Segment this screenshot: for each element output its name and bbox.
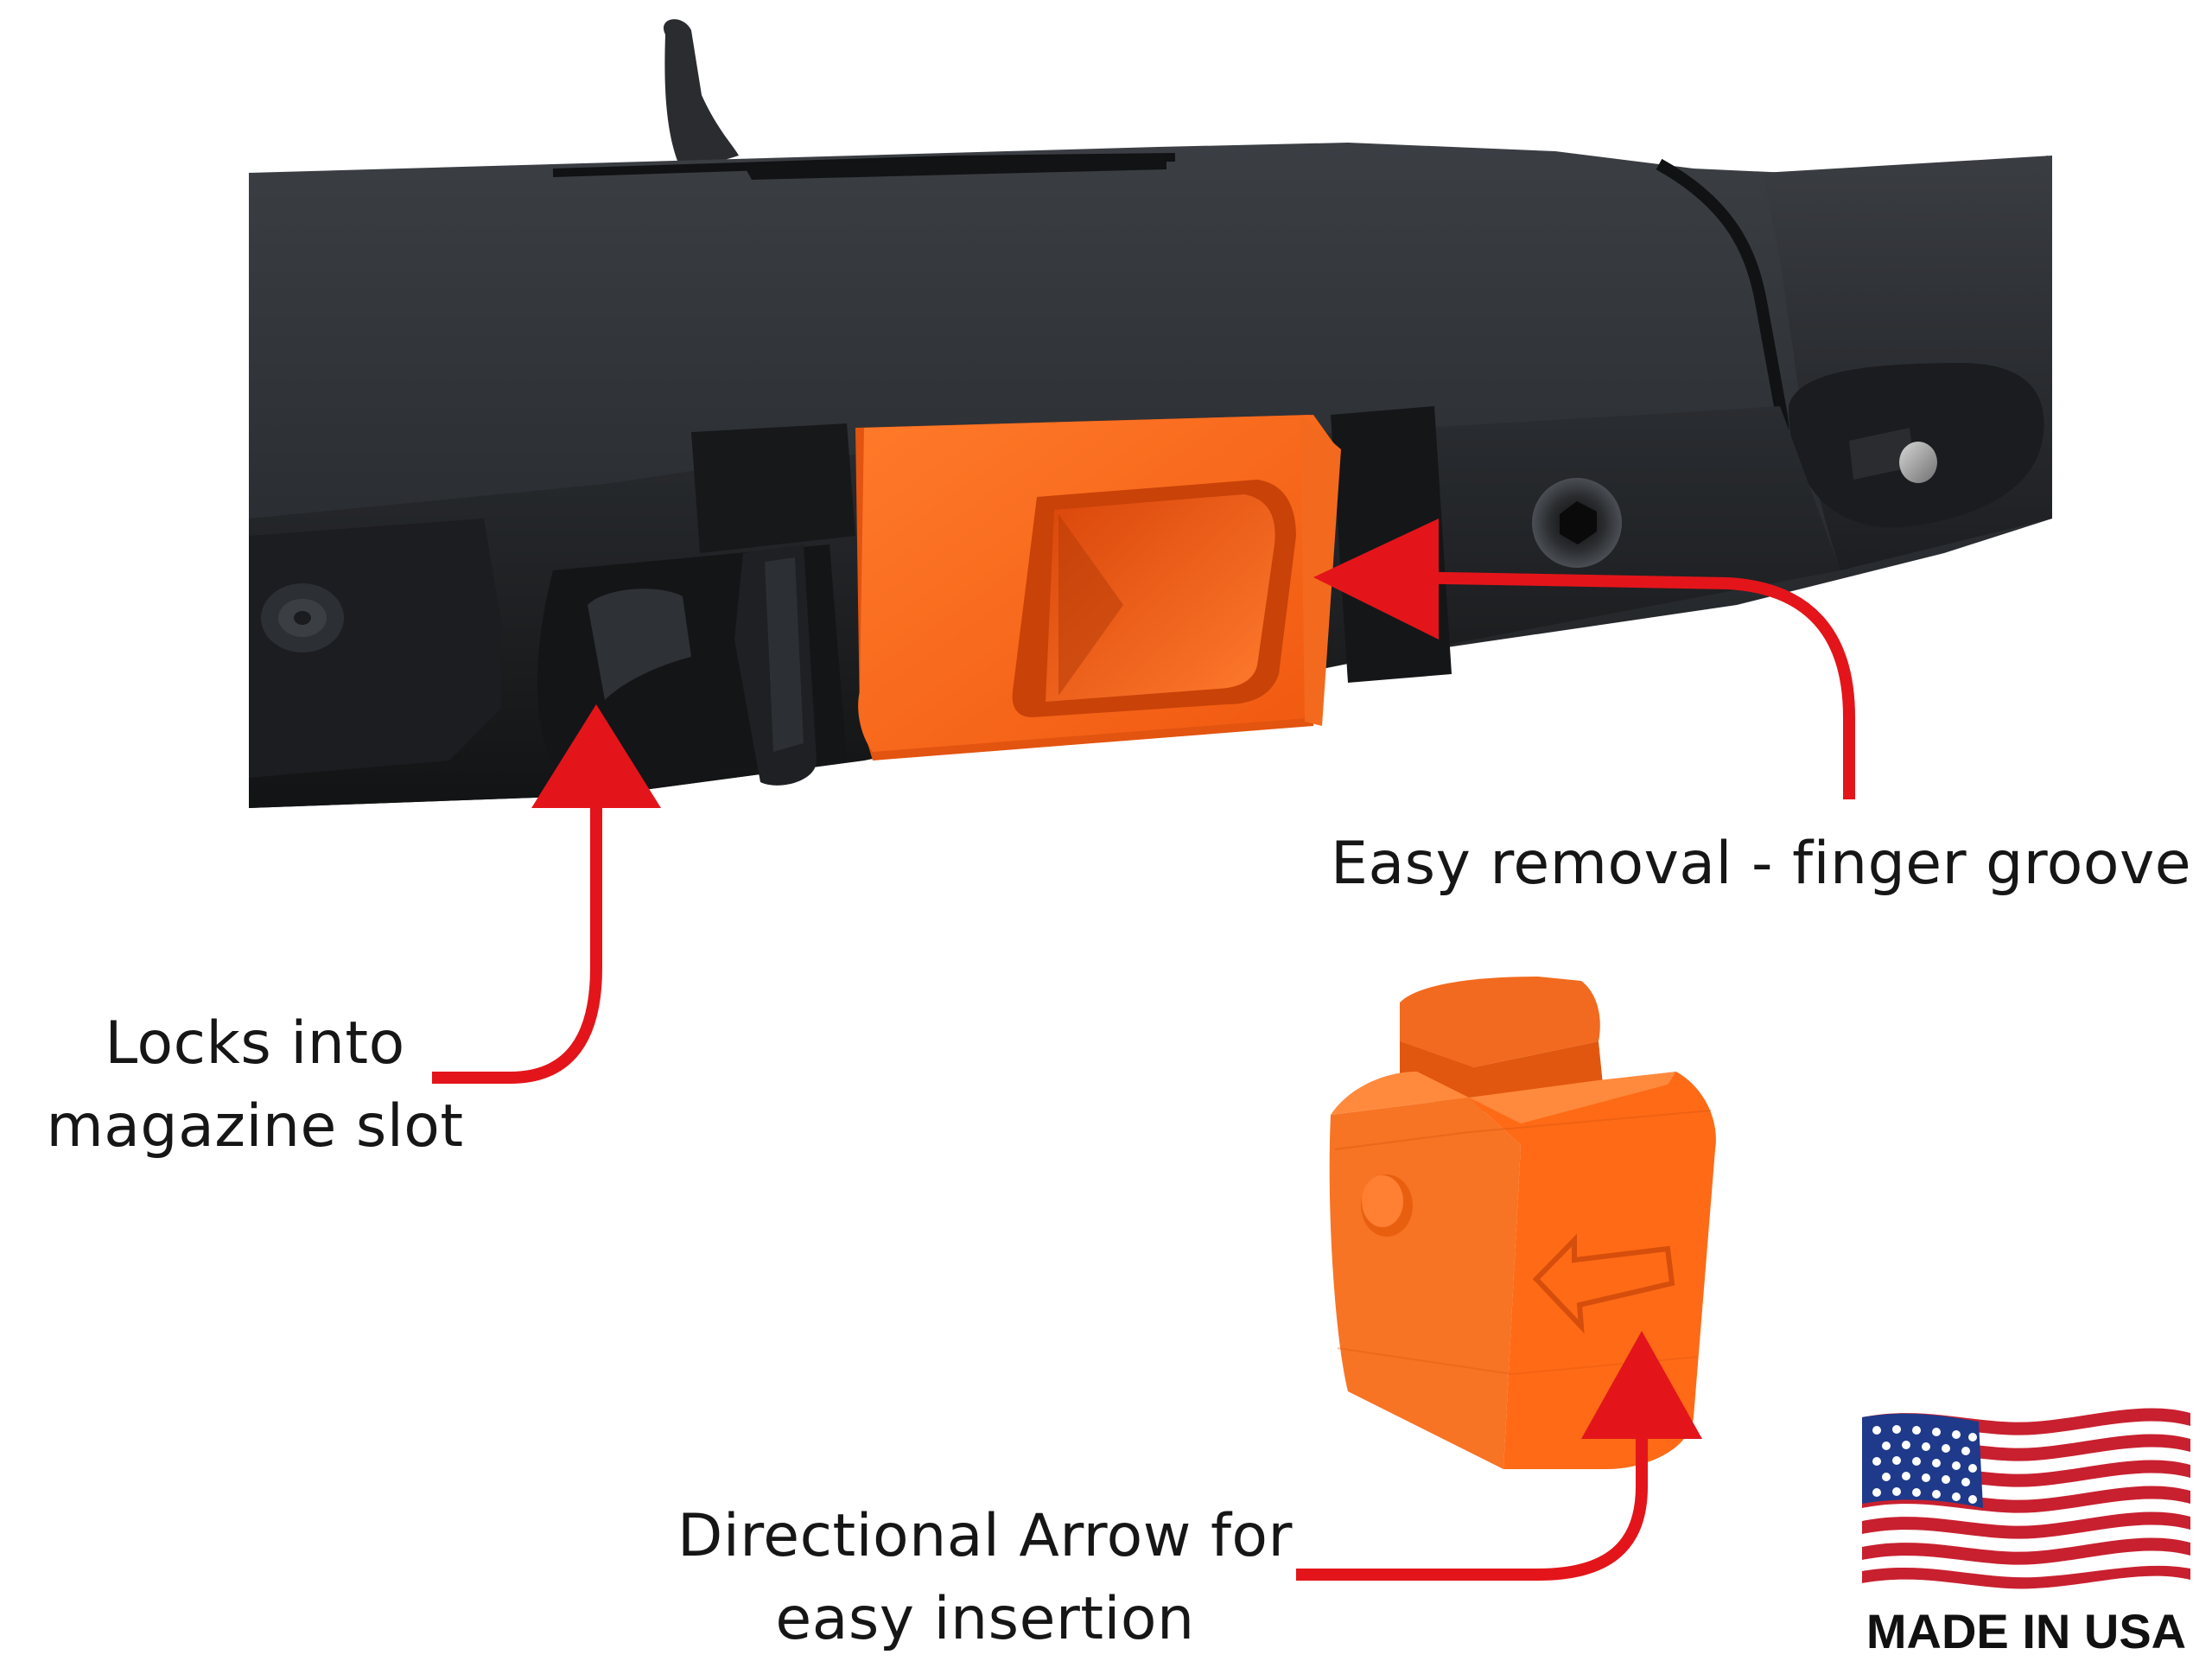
arrow-magazine-slot xyxy=(432,704,661,1084)
callout-finger-groove: Easy removal - finger groove xyxy=(1331,823,2192,906)
arrow-finger-groove xyxy=(1313,519,1855,799)
callout-finger-groove-text: Easy removal - finger groove xyxy=(1331,830,2192,898)
us-flag-icon xyxy=(1862,1408,2190,1589)
arrow-directional xyxy=(1296,1331,1702,1581)
callout-magazine-slot-line2: magazine slot xyxy=(46,1092,464,1161)
callout-directional-arrow-line1: Directional Arrow for xyxy=(677,1502,1293,1570)
callout-magazine-slot-line1: Locks into xyxy=(105,1009,405,1078)
made-in-usa-badge: MADE IN USA xyxy=(1866,1604,2187,1658)
callout-directional-arrow: Directional Arrow for easy insertion xyxy=(639,1495,1331,1661)
orange-insert-installed xyxy=(855,415,1341,760)
trigger-hook xyxy=(663,19,739,174)
pin xyxy=(1899,442,1937,483)
callout-directional-arrow-line2: easy insertion xyxy=(775,1585,1195,1653)
callout-magazine-slot: Locks into magazine slot xyxy=(26,1002,484,1168)
